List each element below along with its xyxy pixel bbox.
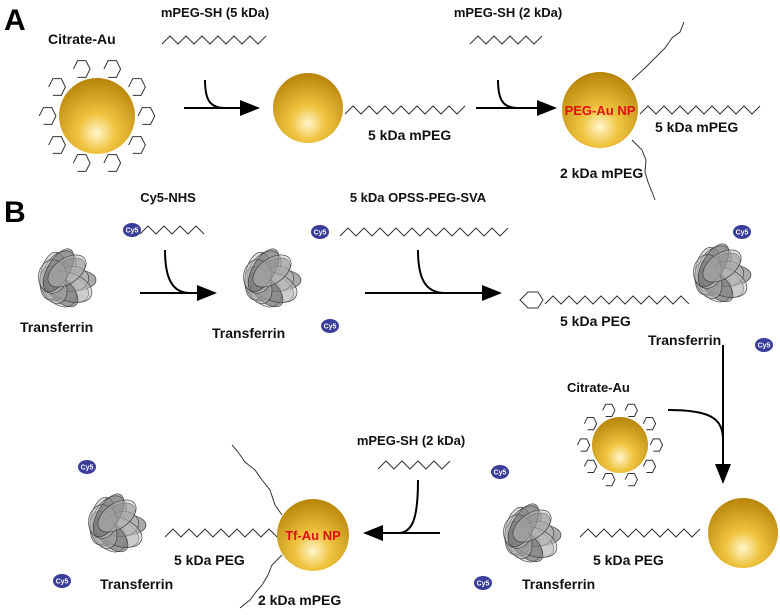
mpeg-2k-structure bbox=[469, 35, 543, 45]
mpeg-2k-chain bbox=[239, 554, 283, 609]
reagent-mpeg-2k-label: mPEG-SH (2 kDa) bbox=[357, 433, 465, 448]
cy5-dye-icon bbox=[491, 465, 509, 479]
opss-peg-chain bbox=[544, 295, 690, 305]
reagent-curve-arrow bbox=[417, 249, 446, 294]
peg-au-nanoparticle bbox=[562, 72, 638, 148]
cy5-nhs-structure bbox=[139, 225, 205, 235]
cy5-dye-icon bbox=[733, 225, 751, 239]
mpeg-2k-chain bbox=[631, 21, 685, 81]
cy5-badge-text: Cy5 bbox=[324, 324, 337, 331]
cy5-dye-icon bbox=[311, 225, 329, 239]
cy5-badge-text: Cy5 bbox=[126, 228, 139, 235]
pyridine-ring bbox=[519, 291, 544, 309]
cy5-badge: Cy5 bbox=[78, 460, 96, 474]
citrate-gold-nanoparticle bbox=[592, 417, 648, 473]
peg-au-2k-label: 2 kDa mPEG bbox=[560, 165, 643, 181]
cy5-badge: Cy5 bbox=[491, 465, 509, 479]
peg-label: 5 kDa PEG bbox=[174, 552, 245, 568]
peg-chain bbox=[164, 528, 278, 538]
reagent-curve-arrow bbox=[204, 79, 226, 109]
cy5-badge-text: Cy5 bbox=[736, 230, 749, 237]
transferrin-label: Transferrin bbox=[100, 576, 173, 592]
peg-au-5k-label: 5 kDa mPEG bbox=[655, 119, 738, 135]
panel-a-label: A bbox=[4, 4, 26, 37]
peg-label: 5 kDa PEG bbox=[560, 313, 631, 329]
transferrin-protein bbox=[38, 248, 97, 308]
cy5-nhs-label: Cy5-NHS bbox=[140, 190, 196, 205]
cy5-badge-text: Cy5 bbox=[477, 581, 490, 588]
cy5-badge: Cy5 bbox=[474, 576, 492, 590]
cy5-badge-text: Cy5 bbox=[494, 470, 507, 477]
cy5-dye-icon bbox=[755, 338, 773, 352]
cy5-dye-icon bbox=[53, 574, 71, 588]
transferrin-protein bbox=[88, 493, 147, 553]
citrate-au-label: Citrate-Au bbox=[48, 31, 116, 47]
reagent-curve-arrow bbox=[164, 249, 191, 294]
cy5-badge: Cy5 bbox=[733, 225, 751, 239]
mpeg-5k-chain bbox=[344, 105, 466, 115]
citrate-shell bbox=[576, 403, 664, 487]
peg-chain bbox=[579, 528, 701, 538]
cy5-dye-icon bbox=[321, 319, 339, 333]
tf-peg-gold-nanoparticle-intermediate bbox=[708, 498, 778, 568]
transferrin-label: Transferrin bbox=[648, 332, 721, 348]
tf-au-np-label: Tf-Au NP bbox=[285, 528, 341, 543]
reagent-mpeg-2k-label: mPEG-SH (2 kDa) bbox=[454, 5, 562, 20]
reagent-mpeg-5k-label: mPEG-SH (5 kDa) bbox=[161, 5, 269, 20]
citrate-au-label: Citrate-Au bbox=[567, 380, 630, 395]
citrate-shell bbox=[38, 60, 156, 172]
mpeg-2k-chain bbox=[231, 444, 283, 516]
cy5-dye-icon bbox=[123, 223, 141, 237]
opss-peg-sva-label: 5 kDa OPSS-PEG-SVA bbox=[350, 190, 487, 205]
cy5-badge: Cy5 bbox=[321, 319, 339, 333]
cy5-dye-icon bbox=[474, 576, 492, 590]
cy5-badge: Cy5 bbox=[53, 574, 71, 588]
transferrin-label: Transferrin bbox=[522, 576, 595, 592]
transferrin-protein bbox=[503, 503, 562, 563]
citrate-gold-nanoparticle bbox=[59, 78, 135, 154]
mpeg-5k-label: 5 kDa mPEG bbox=[368, 127, 451, 143]
reagent-curve-arrow bbox=[497, 79, 519, 109]
mpeg-5k-chain bbox=[639, 105, 761, 115]
peg-au-np-label: PEG-Au NP bbox=[565, 103, 636, 118]
transferrin-label: Transferrin bbox=[212, 325, 285, 341]
cy5-badge: Cy5 bbox=[755, 338, 773, 352]
transferrin-protein bbox=[243, 248, 302, 308]
peg-label: 5 kDa PEG bbox=[593, 552, 664, 568]
panel-b-label: B bbox=[4, 196, 26, 229]
mpeg-2k-chain bbox=[631, 139, 656, 201]
cy5-badge-text: Cy5 bbox=[314, 230, 327, 237]
transferrin-label: Transferrin bbox=[20, 319, 93, 335]
cy5-badge-text: Cy5 bbox=[758, 343, 771, 350]
tf-au-nanoparticle bbox=[277, 499, 349, 571]
reagent-curve-arrow bbox=[667, 409, 724, 441]
cy5-badge-text: Cy5 bbox=[56, 579, 69, 586]
mpeg-2k-label: 2 kDa mPEG bbox=[258, 592, 341, 608]
transferrin-protein bbox=[693, 243, 752, 303]
cy5-dye-icon bbox=[78, 460, 96, 474]
reagent-curve-arrow bbox=[397, 479, 419, 534]
cy5-badge: Cy5 bbox=[311, 225, 329, 239]
peg-gold-nanoparticle-intermediate bbox=[273, 73, 343, 143]
mpeg-5k-structure bbox=[161, 35, 267, 45]
cy5-badge: Cy5 bbox=[123, 223, 141, 237]
cy5-badge-text: Cy5 bbox=[81, 465, 94, 472]
mpeg-2k-structure bbox=[377, 460, 451, 470]
opss-peg-sva-structure bbox=[339, 227, 509, 237]
